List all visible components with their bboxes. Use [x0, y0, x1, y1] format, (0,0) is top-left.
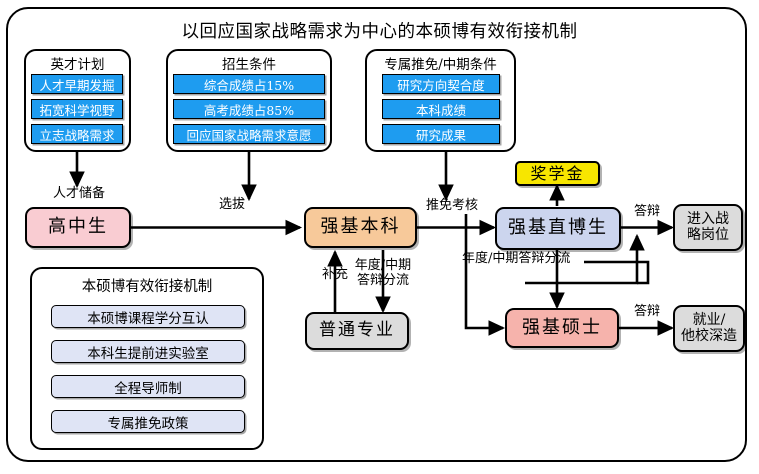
chip-admission-1: 综合成绩占15% — [173, 74, 325, 94]
diagram-title: 以回应国家战略需求为中心的本硕博有效衔接机制 — [181, 22, 578, 42]
chip-linkage-1: 本硕博课程学分互认 — [51, 305, 245, 328]
node-master: 强基硕士 — [505, 308, 619, 348]
label-annual-midterm-split-phd: 年度/中期答辩分流 — [462, 251, 571, 266]
panel-recommend-title: 专属推免/中期条件 — [384, 57, 497, 73]
label-annual-midterm-split-undergrad: 年度/中期 答辩分流 — [354, 258, 412, 288]
node-strategic-post: 进入战 略岗位 — [673, 204, 743, 251]
label-selection: 选拔 — [218, 197, 245, 212]
chip-recommend-2: 本科成绩 — [382, 99, 500, 119]
node-undergrad: 强基本科 — [304, 207, 417, 248]
chip-recommend-3: 研究成果 — [382, 124, 500, 144]
panel-linkage-title: 本硕博有效衔接机制 — [81, 279, 213, 295]
chip-talent-2: 拓宽科学视野 — [31, 99, 123, 119]
label-defense-phd: 答辩 — [633, 204, 660, 219]
label-defense-master: 答辩 — [633, 304, 660, 319]
chip-talent-1: 人才早期发掘 — [31, 74, 123, 94]
node-normal-major: 普通专业 — [305, 312, 409, 350]
label-talent-reserve: 人才储备 — [52, 186, 105, 201]
node-highschool: 高中生 — [25, 207, 131, 248]
chip-talent-3: 立志战略需求 — [31, 124, 123, 144]
chip-admission-2: 高考成绩占85% — [173, 99, 325, 119]
panel-talent-plan-title: 英才计划 — [50, 57, 105, 73]
node-employment: 就业/ 他校深造 — [673, 305, 745, 352]
node-direct-phd: 强基直博生 — [495, 207, 621, 250]
chip-linkage-2: 本科生提前进实验室 — [51, 340, 245, 363]
node-scholarship: 奖学金 — [515, 161, 600, 186]
chip-linkage-4: 专属推免政策 — [51, 410, 245, 433]
chip-recommend-1: 研究方向契合度 — [382, 74, 500, 94]
label-recommend-exam: 推免考核 — [425, 198, 478, 213]
chip-admission-3: 回应国家战略需求意愿 — [173, 124, 325, 144]
chip-linkage-3: 全程导师制 — [51, 375, 245, 398]
label-supplement: 补充 — [321, 267, 348, 282]
panel-admission-title: 招生条件 — [222, 57, 276, 73]
